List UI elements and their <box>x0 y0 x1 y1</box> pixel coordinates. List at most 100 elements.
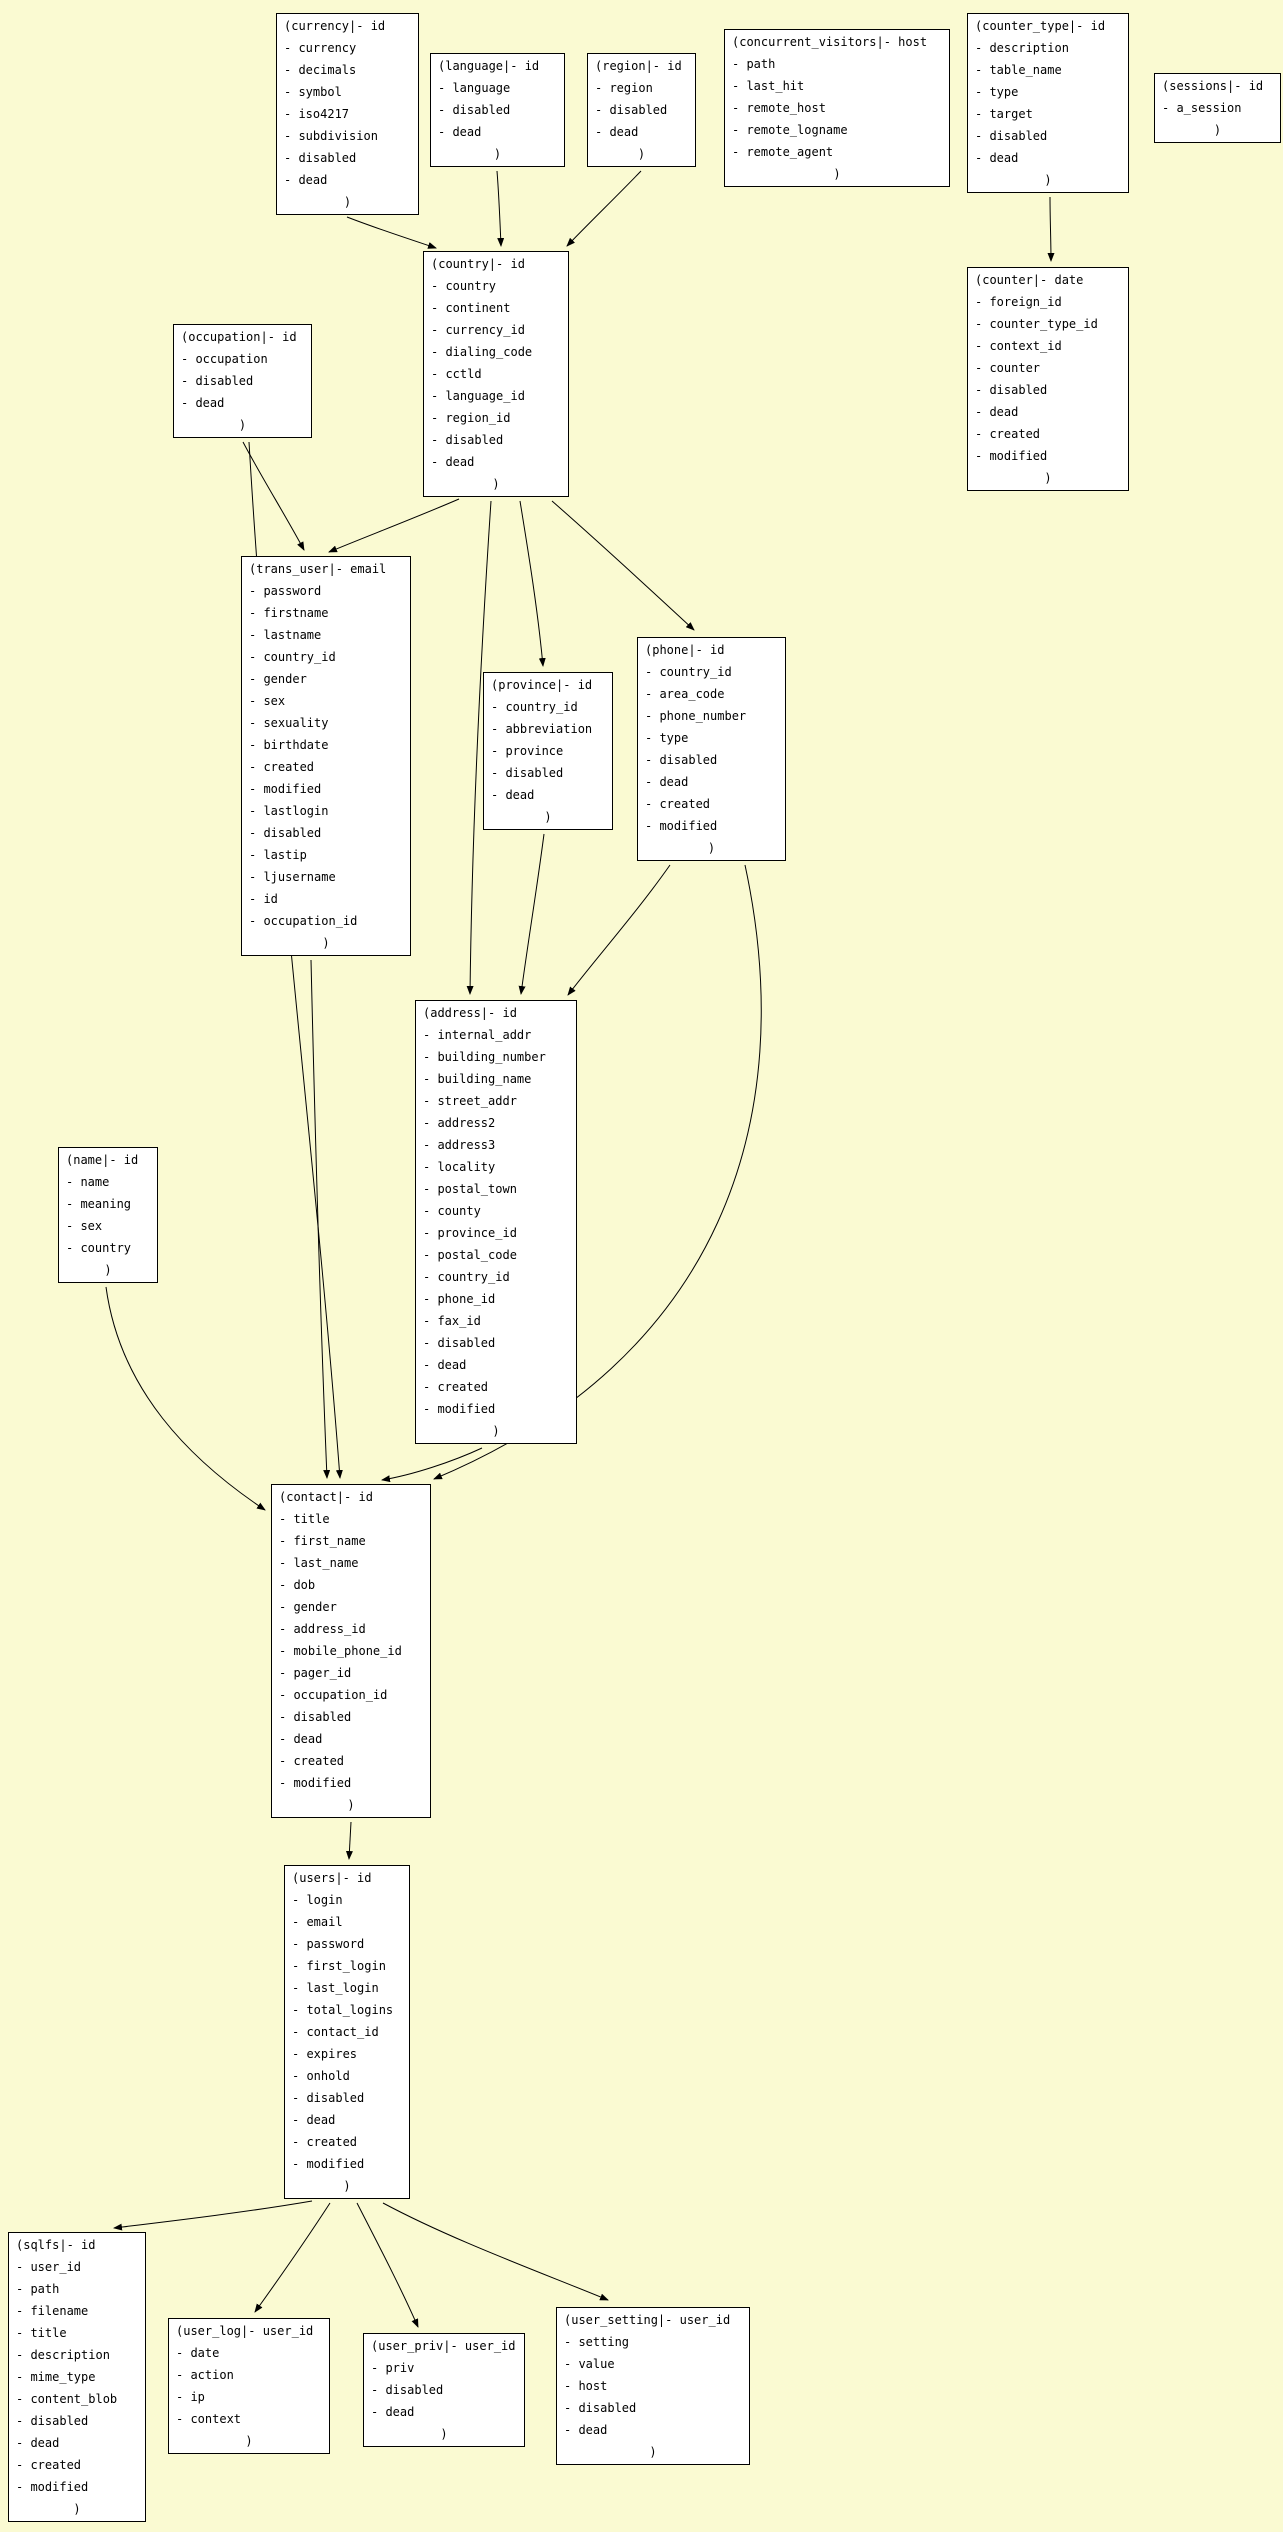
table-field: dob <box>279 1574 423 1596</box>
table-field: ip <box>176 2386 322 2408</box>
table-close: ) <box>1213 123 1222 137</box>
table-close: ) <box>544 810 552 824</box>
table-close: ) <box>104 1263 112 1277</box>
table-field: expires <box>292 2043 402 2065</box>
table-field: occupation_id <box>249 910 403 932</box>
table-field: host <box>564 2375 742 2397</box>
table-field: disabled <box>16 2410 138 2432</box>
table-field: counter_type_id <box>975 313 1121 335</box>
table-field: password <box>249 580 403 602</box>
table-header: (trans_user|- email <box>249 562 387 576</box>
table-close: ) <box>649 2445 657 2459</box>
table-field: language_id <box>431 385 561 407</box>
table-field: decimals <box>284 59 411 81</box>
table-header: (sqlfs|- id <box>16 2238 96 2252</box>
edge-currency-to-country <box>346 216 437 249</box>
table-field: modified <box>423 1398 569 1420</box>
edge-trans_user-to-contact <box>310 959 331 1479</box>
table-contact: (contact|- idtitlefirst_namelast_namedob… <box>271 1484 431 1818</box>
table-field: title <box>279 1508 423 1530</box>
table-field: filename <box>16 2300 138 2322</box>
table-field: name <box>66 1171 150 1193</box>
table-field: iso4217 <box>284 103 411 125</box>
table-field: dialing_code <box>431 341 561 363</box>
table-field: type <box>645 727 778 749</box>
table-field: disabled <box>645 749 778 771</box>
table-field: address_id <box>279 1618 423 1640</box>
table-field: cctld <box>431 363 561 385</box>
table-field: a_session <box>1162 97 1273 119</box>
table-field: disabled <box>564 2397 742 2419</box>
table-field: mobile_phone_id <box>279 1640 423 1662</box>
table-field: remote_agent <box>732 141 942 163</box>
table-field: password <box>292 1933 402 1955</box>
table-field: last_hit <box>732 75 942 97</box>
table-field: mime_type <box>16 2366 138 2388</box>
edge-region-to-country <box>566 170 642 247</box>
table-field: disabled <box>249 822 403 844</box>
table-header: (users|- id <box>292 1871 372 1885</box>
table-field: lastname <box>249 624 403 646</box>
table-field: postal_code <box>423 1244 569 1266</box>
table-field: locality <box>423 1156 569 1178</box>
table-field: dead <box>181 392 304 414</box>
table-field: area_code <box>645 683 778 705</box>
table-field: postal_town <box>423 1178 569 1200</box>
table-field: dead <box>491 784 605 806</box>
table-close: ) <box>73 2502 81 2516</box>
edge-users-to-user_log <box>254 2202 331 2313</box>
table-close: ) <box>493 147 502 161</box>
table-field: phone_number <box>645 705 778 727</box>
table-field: county <box>423 1200 569 1222</box>
table-close: ) <box>1044 471 1052 485</box>
table-close: ) <box>492 1424 500 1438</box>
table-close: ) <box>245 2434 253 2448</box>
table-field: dead <box>371 2401 517 2423</box>
table-field: counter <box>975 357 1121 379</box>
table-field: sex <box>66 1215 150 1237</box>
table-field: gender <box>279 1596 423 1618</box>
table-field: abbreviation <box>491 718 605 740</box>
table-field: country <box>431 275 561 297</box>
table-field: meaning <box>66 1193 150 1215</box>
table-field: modified <box>279 1772 423 1794</box>
table-close: ) <box>707 841 716 855</box>
table-header: (sessions|- id <box>1162 79 1264 93</box>
table-field: action <box>176 2364 322 2386</box>
table-header: (counter_type|- id <box>975 19 1106 33</box>
table-field: building_name <box>423 1068 569 1090</box>
table-field: modified <box>645 815 778 837</box>
table-close: ) <box>492 477 500 491</box>
table-field: disabled <box>975 125 1121 147</box>
table-field: continent <box>431 297 561 319</box>
table-field: email <box>292 1911 402 1933</box>
edge-country-to-province <box>519 500 546 667</box>
table-field: dead <box>431 451 561 473</box>
table-header: (language|- id <box>438 59 540 73</box>
table-field: internal_addr <box>423 1024 569 1046</box>
table-field: table_name <box>975 59 1121 81</box>
table-occupation: (occupation|- idoccupationdisableddead) <box>173 324 312 438</box>
table-field: pager_id <box>279 1662 423 1684</box>
table-field: created <box>249 756 403 778</box>
table-field: disabled <box>595 99 688 121</box>
table-counter: (counter|- dateforeign_idcounter_type_id… <box>967 267 1129 491</box>
table-field: modified <box>16 2476 138 2498</box>
table-field: created <box>16 2454 138 2476</box>
table-header: (province|- id <box>491 678 593 692</box>
table-region: (region|- idregiondisableddead) <box>587 53 696 167</box>
table-header: (concurrent_visitors|- host <box>732 35 928 49</box>
table-field: created <box>279 1750 423 1772</box>
table-field: street_addr <box>423 1090 569 1112</box>
table-field: symbol <box>284 81 411 103</box>
table-field: country_id <box>423 1266 569 1288</box>
table-field: dead <box>292 2109 402 2131</box>
table-field: dead <box>284 169 411 191</box>
table-field: modified <box>292 2153 402 2175</box>
table-field: country_id <box>645 661 778 683</box>
table-field: foreign_id <box>975 291 1121 313</box>
table-name: (name|- idnamemeaningsexcountry) <box>58 1147 158 1283</box>
table-field: dead <box>564 2419 742 2441</box>
table-header: (currency|- id <box>284 19 386 33</box>
